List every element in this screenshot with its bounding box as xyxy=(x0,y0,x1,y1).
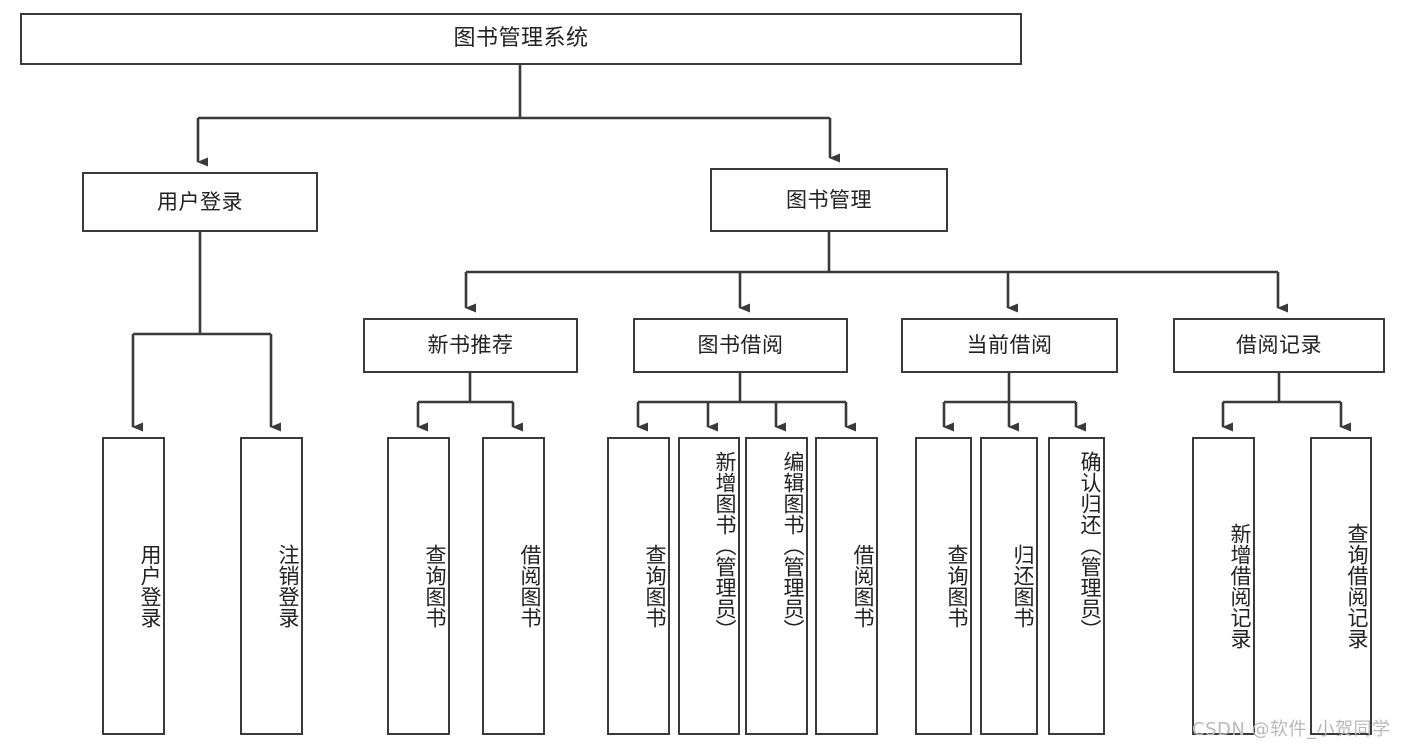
node-label: 图书管理 xyxy=(786,187,872,212)
node-current-borrow[interactable]: 当前借阅 xyxy=(901,318,1118,373)
node-label: 新书推荐 xyxy=(427,333,514,358)
node-label: 新增图书（管理员） xyxy=(713,451,737,640)
node-label: 编辑图书（管理员） xyxy=(781,451,805,640)
leaf-new-book-query-book[interactable]: 查询图书 xyxy=(387,437,450,735)
leaf-user-login-logout[interactable]: 注销登录 xyxy=(240,437,303,735)
leaf-borrow-borrow-book[interactable]: 借阅图书 xyxy=(815,437,878,735)
leaf-record-add-record[interactable]: 新增借阅记录 xyxy=(1192,437,1255,735)
node-label: 查询图书 xyxy=(423,544,447,628)
leaf-record-query-record[interactable]: 查询借阅记录 xyxy=(1310,437,1372,735)
node-label: 图书管理系统 xyxy=(453,26,589,52)
node-label: 归还图书 xyxy=(1011,544,1035,628)
node-book-borrow[interactable]: 图书借阅 xyxy=(633,318,848,373)
node-label: 注销登录 xyxy=(276,544,300,628)
node-new-book-recommend[interactable]: 新书推荐 xyxy=(363,318,578,373)
node-label: 用户登录 xyxy=(138,544,162,628)
node-label: 查询图书 xyxy=(643,544,667,628)
leaf-current-query-book[interactable]: 查询图书 xyxy=(915,437,972,735)
node-label: 借阅记录 xyxy=(1236,333,1322,358)
node-label: 当前借阅 xyxy=(966,333,1053,358)
leaf-current-return-book[interactable]: 归还图书 xyxy=(980,437,1038,735)
node-label: 查询图书 xyxy=(945,544,969,628)
leaf-borrow-edit-book-admin[interactable]: 编辑图书（管理员） xyxy=(745,437,808,735)
node-label: 借阅图书 xyxy=(851,544,875,628)
node-label: 用户登录 xyxy=(157,189,243,214)
node-label: 查询借阅记录 xyxy=(1345,523,1369,649)
leaf-borrow-query-book[interactable]: 查询图书 xyxy=(607,437,670,735)
node-label: 图书借阅 xyxy=(697,333,784,358)
node-label: 新增借阅记录 xyxy=(1228,523,1252,649)
leaf-current-confirm-return-admin[interactable]: 确认归还（管理员） xyxy=(1048,437,1105,735)
node-label: 确认归还（管理员） xyxy=(1078,451,1102,640)
node-book-management-system[interactable]: 图书管理系统 xyxy=(20,13,1022,65)
leaf-borrow-add-book-admin[interactable]: 新增图书（管理员） xyxy=(678,437,740,735)
node-user-login[interactable]: 用户登录 xyxy=(82,172,318,232)
node-label: 借阅图书 xyxy=(518,544,542,628)
node-borrow-record[interactable]: 借阅记录 xyxy=(1173,318,1385,373)
leaf-user-login-login[interactable]: 用户登录 xyxy=(102,437,165,735)
node-book-management[interactable]: 图书管理 xyxy=(710,168,948,232)
leaf-new-book-borrow-book[interactable]: 借阅图书 xyxy=(482,437,545,735)
